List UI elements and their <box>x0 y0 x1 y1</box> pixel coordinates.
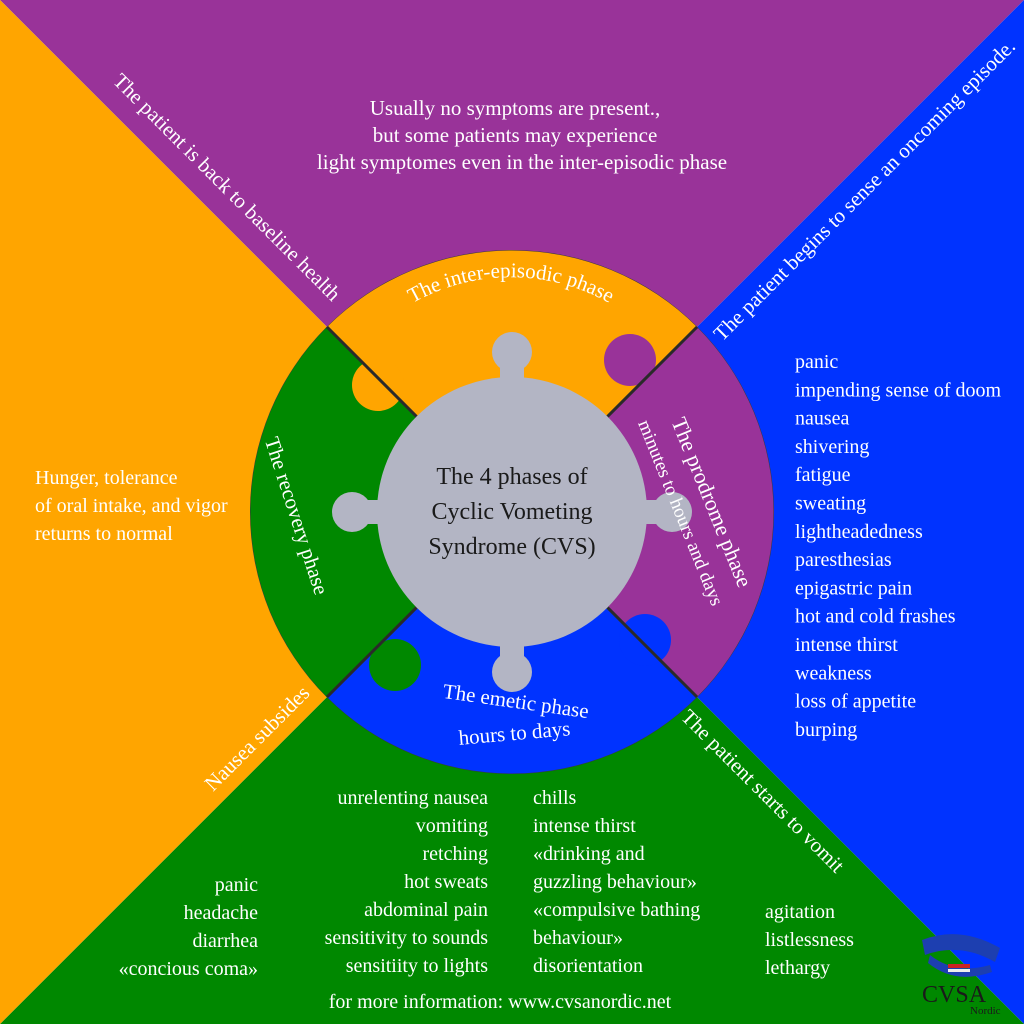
svg-text:Usually no symptoms are presen: Usually no symptoms are present., <box>370 96 660 120</box>
symptom-item: weakness <box>795 662 872 684</box>
svg-text:Hunger, tolerance: Hunger, tolerance <box>35 467 178 489</box>
inter-episodic-description: Usually no symptoms are present., but so… <box>317 96 727 174</box>
center-piece <box>332 332 692 692</box>
emetic-symptom-list-left: panic headache diarrhea «concious coma» <box>119 874 259 980</box>
symptom-item: guzzling behaviour» <box>533 871 697 893</box>
symptom-item: fatigue <box>795 464 851 486</box>
symptom-item: nausea <box>795 408 850 430</box>
symptom-item: intense thirst <box>795 634 898 656</box>
symptom-item: listlessness <box>765 929 854 951</box>
symptom-item: unrelenting nausea <box>338 787 489 809</box>
recovery-description: Hunger, tolerance of oral intake, and vi… <box>35 467 228 545</box>
puzzle-ring <box>250 250 774 774</box>
symptom-item: agitation <box>765 901 835 923</box>
symptom-item: behaviour» <box>533 927 623 949</box>
symptom-item: chills <box>533 787 577 809</box>
symptom-item: vomiting <box>416 815 488 837</box>
symptom-item: retching <box>422 843 488 865</box>
symptom-item: panic <box>795 351 838 373</box>
center-title-line1: The 4 phases of <box>436 464 587 490</box>
cvsa-logo: CVSA Nordic <box>922 934 1001 1017</box>
symptom-item: hot sweats <box>404 871 488 893</box>
center-title-line2: Cyclic Vometing <box>431 499 592 525</box>
symptom-item: sensitiity to lights <box>346 955 488 977</box>
symptom-item: «concious coma» <box>119 958 258 980</box>
symptom-item: lightheadedness <box>795 521 923 543</box>
symptom-item: burping <box>795 719 857 741</box>
puzzle-knob <box>369 639 421 691</box>
symptom-item: «compulsive bathing <box>533 899 700 921</box>
svg-text:of oral intake, and vigor: of oral intake, and vigor <box>35 495 228 517</box>
symptom-item: lethargy <box>765 957 830 979</box>
svg-text:returns to normal: returns to normal <box>35 523 173 545</box>
symptom-item: shivering <box>795 436 869 458</box>
logo-name: CVSA <box>922 982 987 1008</box>
symptom-item: diarrhea <box>192 930 258 952</box>
symptom-item: paresthesias <box>795 549 892 571</box>
puzzle-knob <box>619 614 671 666</box>
symptom-item: headache <box>184 902 259 924</box>
symptom-item: disorientation <box>533 955 643 977</box>
emetic-symptom-list-far: agitation listlessness lethargy <box>765 901 854 979</box>
ribbon-icon <box>922 934 1000 977</box>
symptom-item: impending sense of doom <box>795 379 1002 401</box>
symptom-item: panic <box>215 874 258 896</box>
symptom-item: loss of appetite <box>795 691 916 713</box>
puzzle-knob <box>352 359 404 411</box>
footer-info: for more information: www.cvsanordic.net <box>329 991 672 1013</box>
symptom-item: abdominal pain <box>364 899 488 921</box>
symptom-item: «drinking and <box>533 843 645 865</box>
symptom-item: hot and cold frashes <box>795 606 956 628</box>
symptom-item: intense thirst <box>533 815 636 837</box>
symptom-item: sensitivity to sounds <box>325 927 489 949</box>
prodrome-symptom-list: panic impending sense of doom nausea shiver… <box>795 351 1002 741</box>
svg-text:light symptomes even in the in: light symptomes even in the inter-episod… <box>317 150 727 174</box>
puzzle-knob <box>604 334 656 386</box>
symptom-item: epigastric pain <box>795 577 912 599</box>
emetic-symptom-list-right: chills intense thirst «drinking and guzzlin… <box>533 787 700 977</box>
svg-text:but some patients may experien: but some patients may experience <box>373 123 658 147</box>
symptom-item: sweating <box>795 493 866 515</box>
emetic-symptom-list-mid: unrelenting nausea vomiting retching hot sw… <box>325 787 489 977</box>
logo-sub: Nordic <box>970 1005 1001 1017</box>
center-title-line3: Syndrome (CVS) <box>428 534 595 560</box>
